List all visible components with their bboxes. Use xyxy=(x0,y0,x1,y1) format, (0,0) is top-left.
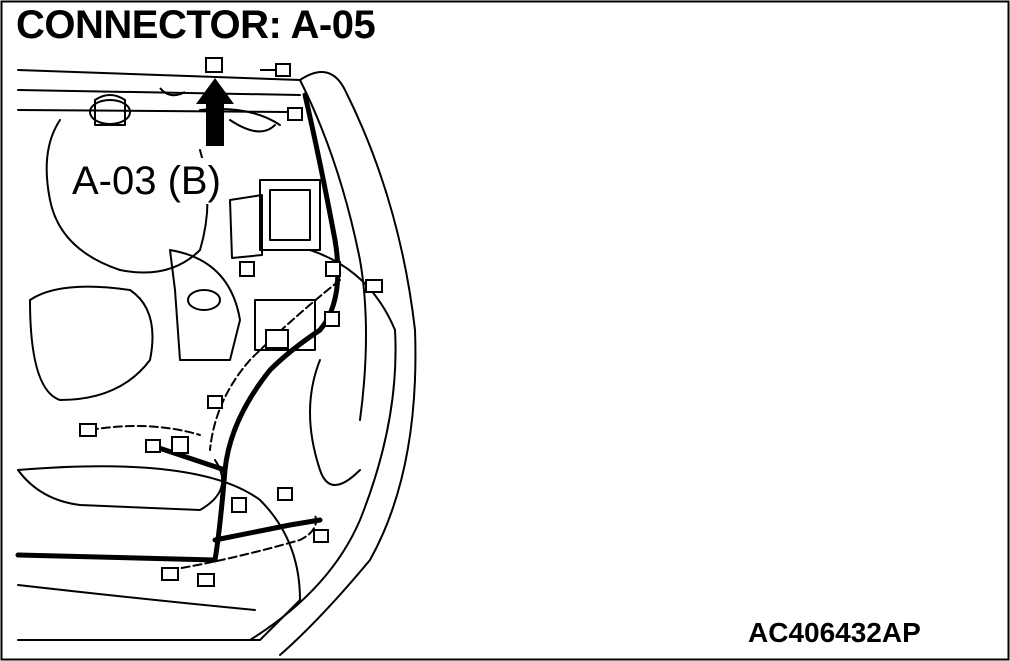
connector xyxy=(171,436,189,454)
intake xyxy=(169,249,241,361)
connector xyxy=(277,487,293,501)
cowl-panel xyxy=(17,89,301,113)
engine-block xyxy=(29,285,154,401)
connector xyxy=(287,107,303,121)
relay-box xyxy=(259,179,321,251)
connector xyxy=(161,567,179,581)
connector xyxy=(231,497,247,513)
connector-callout-label: A-03 (B) xyxy=(68,158,225,204)
connector-title: CONNECTOR: A-05 xyxy=(16,3,376,47)
connector xyxy=(79,423,97,437)
fender-outline xyxy=(249,249,397,641)
wheel-arch xyxy=(309,359,361,486)
harness-secondary xyxy=(209,279,341,451)
relay-box-lid xyxy=(269,189,311,241)
connector xyxy=(265,329,289,349)
connector xyxy=(275,63,291,77)
filler-cap xyxy=(187,289,221,311)
fuse-block xyxy=(229,194,263,259)
harness-branch-front xyxy=(147,442,228,473)
connector-a05 xyxy=(205,57,223,73)
connector xyxy=(325,261,341,277)
clip xyxy=(159,87,186,97)
hood-inner-edge xyxy=(299,79,367,421)
harness-branch-lower xyxy=(212,517,323,543)
bumper-lower xyxy=(17,584,256,611)
connector xyxy=(145,439,161,453)
figure-code: AC406432AP xyxy=(748,617,921,648)
hood-edge xyxy=(17,69,417,656)
harness-main xyxy=(15,92,341,563)
harness-bumper-loop xyxy=(169,514,317,571)
harness-front-loop xyxy=(89,425,201,436)
connector xyxy=(197,573,215,587)
connector xyxy=(313,529,329,543)
connector xyxy=(239,261,255,277)
pointer-arrow xyxy=(196,78,234,146)
connector xyxy=(324,311,340,327)
front-bumper xyxy=(17,465,301,641)
battery xyxy=(254,299,316,351)
connector xyxy=(365,279,383,293)
strut-tower xyxy=(45,119,209,274)
connector xyxy=(207,395,223,409)
reservoir-tank xyxy=(89,99,131,125)
